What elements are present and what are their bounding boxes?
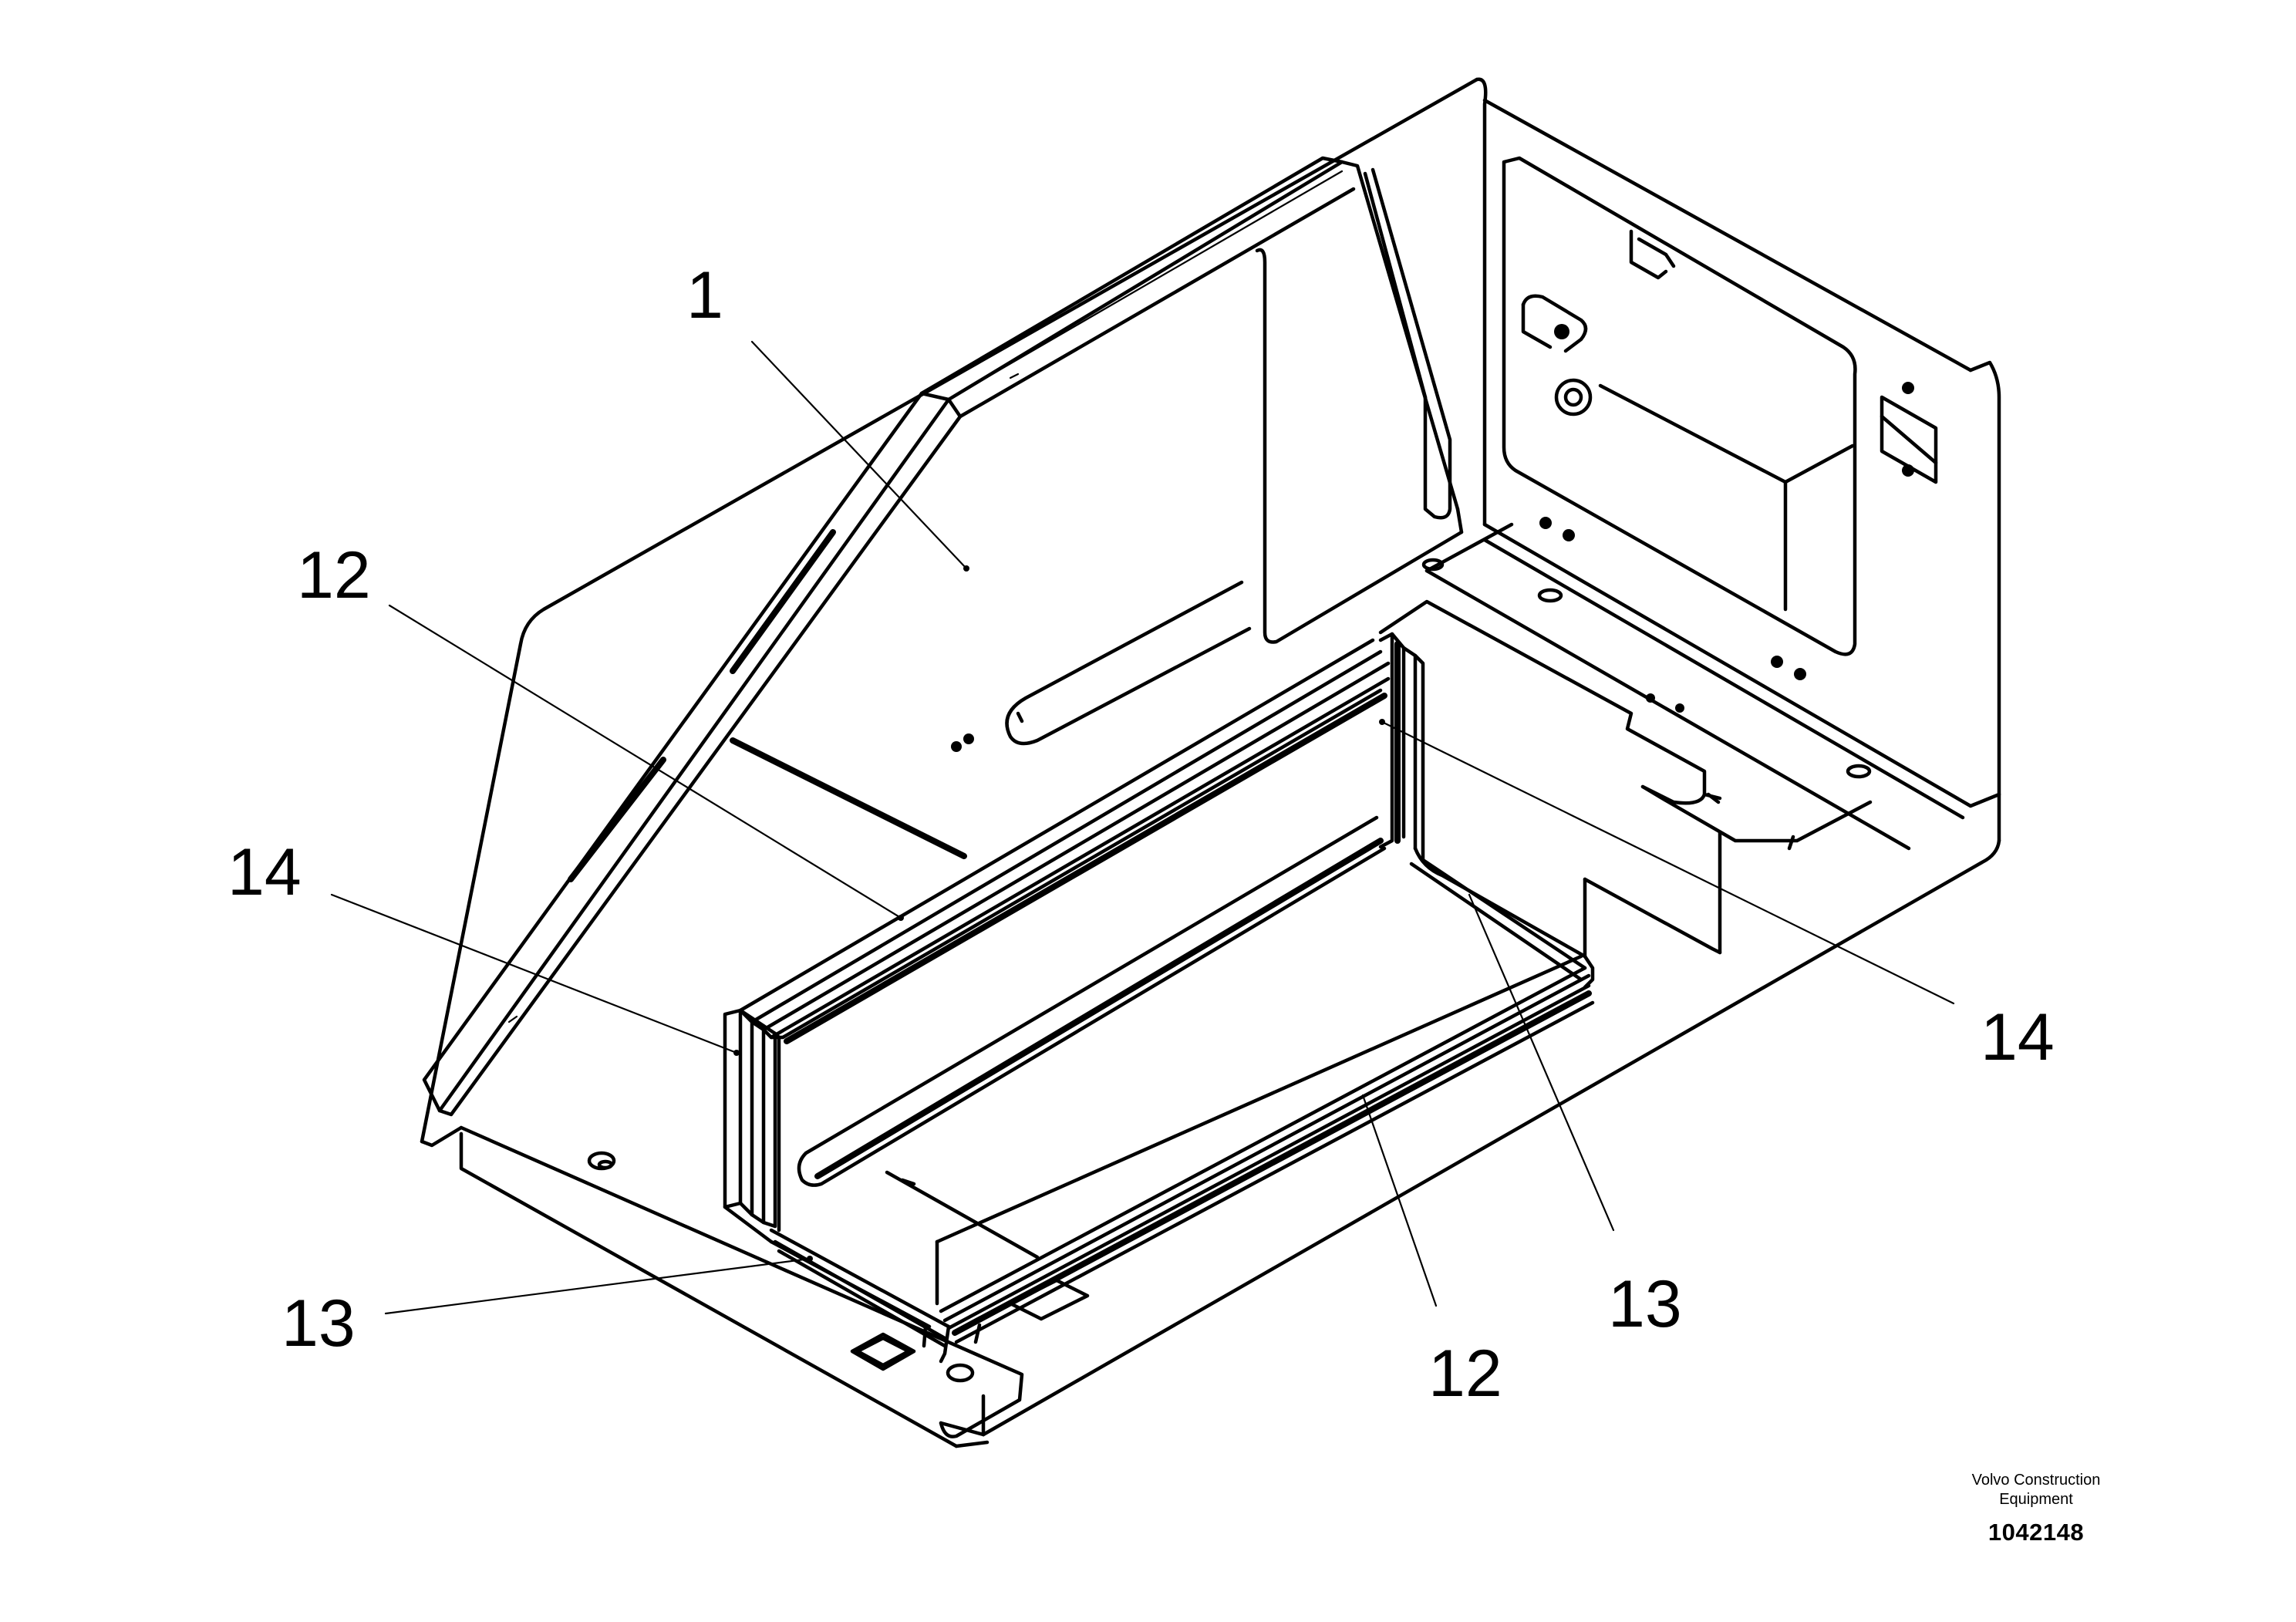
callout-13-left: 13 — [282, 1286, 356, 1361]
callout-12-top: 12 — [297, 538, 371, 612]
manufacturer-line-1: Volvo Construction — [1971, 1472, 2101, 1489]
callout-14-right: 14 — [1981, 1000, 2055, 1074]
left-sloped-gutter — [422, 156, 1356, 1117]
leader-14-right — [1381, 720, 1955, 1005]
inner-wall-panel-1 — [730, 160, 1464, 859]
callout-labels: 1 12 14 13 12 13 14 — [228, 258, 2055, 1411]
leader-12-top — [388, 604, 902, 919]
callout-1: 1 — [686, 258, 723, 332]
callout-14-left: 14 — [228, 835, 302, 909]
leader-14-left — [330, 893, 738, 1054]
leader-12-bottom — [1361, 1094, 1438, 1307]
callout-13-right: 13 — [1608, 1267, 1682, 1341]
right-end-box — [1421, 156, 2001, 851]
central-opening-with-seals — [587, 599, 1873, 1383]
callout-12-bottom: 12 — [1428, 1337, 1502, 1411]
leader-1 — [750, 340, 968, 570]
leader-13-left — [384, 1257, 811, 1315]
drawing-footer: Volvo Construction Equipment 1042148 — [1909, 1471, 2163, 1546]
drawing-number: 1042148 — [1988, 1519, 2085, 1546]
manufacturer-line-2: Equipment — [1999, 1491, 2073, 1508]
leader-13-right — [1468, 893, 1615, 1232]
leader-lines — [330, 340, 1955, 1315]
housing-outline — [420, 77, 2001, 1448]
